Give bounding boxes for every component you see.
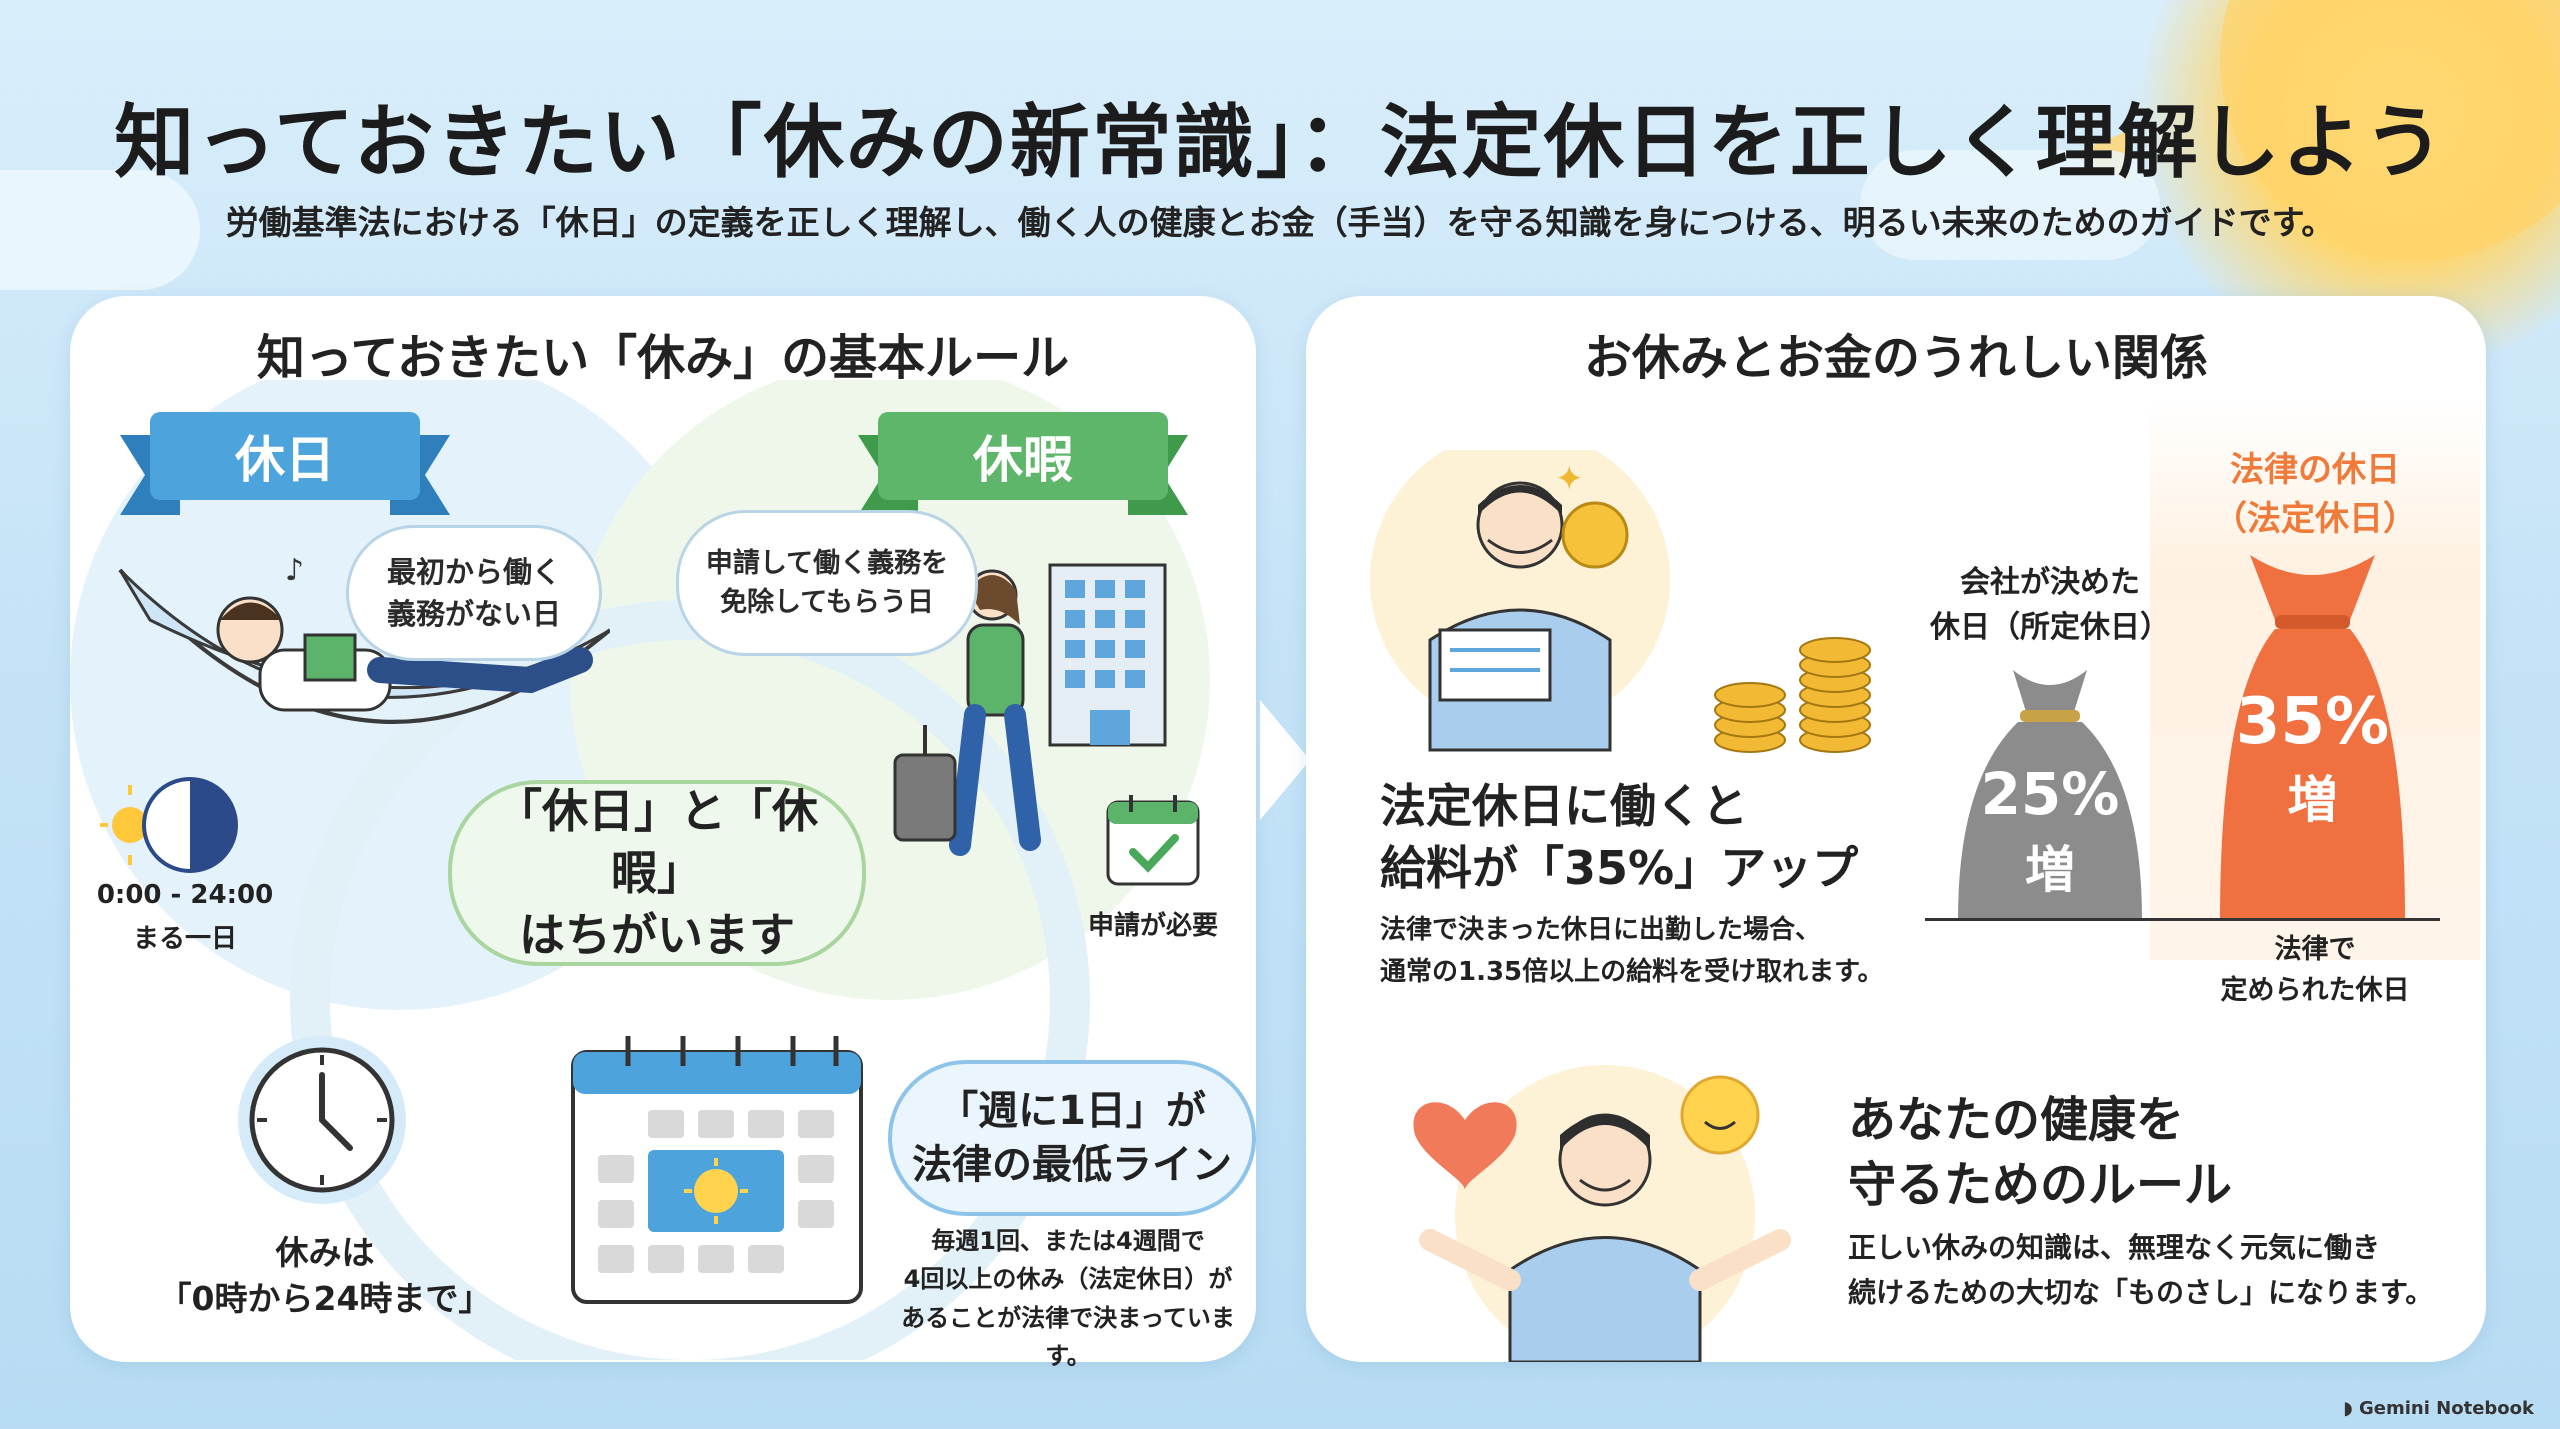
svg-text:✦: ✦: [1555, 459, 1584, 499]
clock-caption-line2: 「0時から24時まで」: [158, 1279, 492, 1318]
coin-stack-icon: [1714, 637, 1871, 753]
right-panel-title: お休みとお金のうれしい関係: [1583, 330, 2208, 386]
pay-description: 法律で決まった休日に出勤した場合、 通常の1.35倍以上の給料を受け取れます。: [1380, 915, 1884, 987]
traveler-building-icon: [893, 563, 1167, 856]
cloud-decoration: [0, 170, 200, 290]
kyujitsu-bubble: 最初から働く義務がない日: [346, 525, 602, 661]
legal-rate: 35%: [2235, 685, 2390, 759]
legal-rate-suffix: 増: [2287, 771, 2338, 829]
page-title: 知っておきたい「休みの新常識」：法定休日を正しく理解しよう: [114, 96, 2446, 189]
left-panel-title: 知っておきたい「休み」の基本ルール: [256, 330, 1070, 386]
cloud-decoration: [1860, 150, 2160, 260]
orange-money-bag-icon: [2220, 555, 2405, 920]
kyuka-bubble: 申請して働く義務を免除してもらう日: [676, 510, 978, 656]
health-heading: あなたの健康を 守るためのルール: [1848, 1092, 2233, 1213]
calendar-check-icon: [1106, 795, 1200, 886]
legal-holiday-label: 法律の休日 （法定休日）: [2213, 450, 2417, 540]
time-range: 0:00 - 24:00: [96, 880, 274, 910]
legal-caption: 法律で 定められた休日: [2220, 934, 2410, 1006]
worker-heart-sun-icon: [1413, 1065, 1791, 1362]
company-holiday-label: 会社が決めた 休日（所定休日）: [1930, 565, 2170, 645]
day-night-icon: [100, 777, 238, 873]
health-description: 正しい休みの知識は、無理なく元気に働き 続けるための大切な「ものさし」になります…: [1848, 1231, 2434, 1309]
worker-coin-icon: ✦: [1370, 450, 1670, 752]
footer-brand: ◗ Gemini Notebook: [2343, 1398, 2534, 1419]
kyujitsu-ribbon: 休日: [150, 412, 420, 500]
company-rate: 25%: [1980, 760, 2120, 828]
time-caption: まる一日: [132, 924, 237, 954]
clock-caption-line1: 休みは: [275, 1233, 375, 1272]
application-required: 申請が必要: [1087, 911, 1218, 941]
hammock-person-icon: ♪: [118, 553, 610, 724]
bag-baseline: [1925, 918, 2440, 921]
page-subtitle: 労働基準法における「休日」の定義を正しく理解し、働く人の健康とお金（手当）を守る…: [225, 203, 2335, 242]
weekly-minimum-bubble: 「週に1日」が法律の最低ライン: [888, 1060, 1256, 1216]
company-rate-suffix: 増: [2025, 841, 2075, 899]
arrow-right-icon: [1260, 700, 1310, 820]
weekly-calendar-icon: [571, 1036, 863, 1304]
weekly-note: 毎週1回、または4週間で 4回以上の休み（法定休日）が あることが法律で決まって…: [901, 1227, 1235, 1371]
kyuka-ribbon: 休暇: [878, 412, 1168, 500]
gemini-logo-icon: ◗: [2343, 1398, 2359, 1419]
pay-heading: 法定休日に働くと 給料が「35%」アップ: [1380, 779, 1859, 896]
clock-icon: [238, 1036, 406, 1204]
svg-text:♪: ♪: [285, 553, 304, 588]
gray-money-bag-icon: [1958, 670, 2142, 920]
difference-bubble: 「休日」と「休暇」はちがいます: [448, 780, 866, 966]
